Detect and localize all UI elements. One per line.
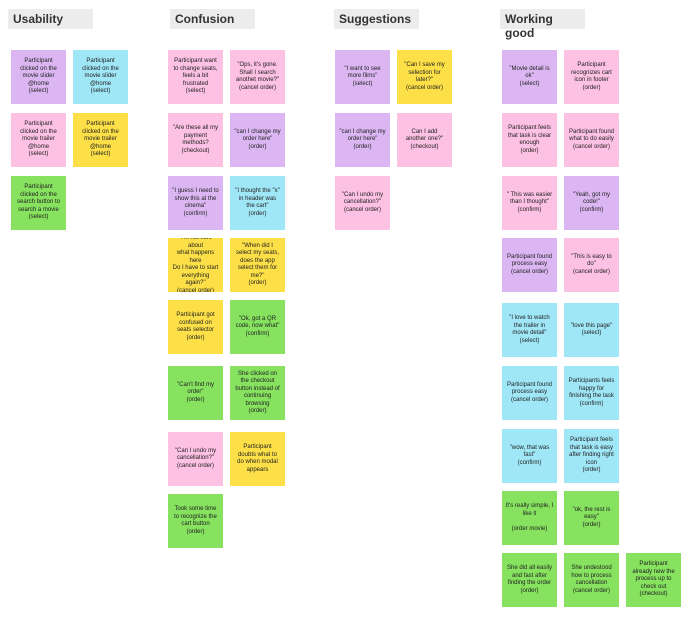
column-header-suggestions: Suggestions <box>334 9 419 29</box>
sticky-note[interactable]: "I want to see more films" (select) <box>335 50 390 104</box>
sticky-note[interactable]: "I'm not sure about what happens here Do… <box>168 238 223 292</box>
sticky-note[interactable]: Participant clicked on the search button… <box>11 176 66 230</box>
sticky-note[interactable]: Participant feels that task is clear eno… <box>502 113 557 167</box>
sticky-note[interactable]: Participant found process easy (cancel o… <box>502 366 557 420</box>
sticky-note[interactable]: "This is easy to do" (cancel order) <box>564 238 619 292</box>
sticky-note[interactable]: "Are these all my payment methods? (chec… <box>168 113 223 167</box>
sticky-note[interactable]: She did all easily and fast after findin… <box>502 553 557 607</box>
sticky-note[interactable]: She undestood how to process cancellatio… <box>564 553 619 607</box>
sticky-note[interactable]: Participant recognizes cart icon in foot… <box>564 50 619 104</box>
sticky-note[interactable]: "Can I undo my cancellation?" (cancel or… <box>168 432 223 486</box>
sticky-note[interactable]: "Yeah, got my code!" (confirm) <box>564 176 619 230</box>
sticky-note[interactable]: Participant found process easy (cancel o… <box>502 238 557 292</box>
sticky-note[interactable]: Participant clicked on the movie trailer… <box>73 113 128 167</box>
sticky-note[interactable]: Participant found what to do easily (can… <box>564 113 619 167</box>
sticky-note[interactable]: "Can't find my order" (order) <box>168 366 223 420</box>
sticky-note[interactable]: Participant clicked on the movie slider … <box>73 50 128 104</box>
sticky-note[interactable]: Participant already new the process up t… <box>626 553 681 607</box>
sticky-note[interactable]: It's really simple, I like it (order mov… <box>502 491 557 545</box>
sticky-note[interactable]: "I love to watch the trailer in movie de… <box>502 303 557 357</box>
sticky-note[interactable]: "Can I undo my cancellation?" (cancel or… <box>335 176 390 230</box>
sticky-note[interactable]: Participant got confused on seats select… <box>168 300 223 354</box>
sticky-note[interactable]: Participant doubts what to do when modal… <box>230 432 285 486</box>
sticky-note[interactable]: Participant feels that task is easy afte… <box>564 429 619 483</box>
sticky-note[interactable]: "wow, that was fast" (confirm) <box>502 429 557 483</box>
sticky-note[interactable]: "I thought the "x" in header was the car… <box>230 176 285 230</box>
sticky-note[interactable]: "Ok, got a QR code, now what" (confirm) <box>230 300 285 354</box>
sticky-note[interactable]: "love this page" (select) <box>564 303 619 357</box>
column-header-usability: Usability <box>8 9 93 29</box>
sticky-note[interactable]: "can I change my order here" (order) <box>335 113 390 167</box>
sticky-note[interactable]: Took some time to recognize the cart but… <box>168 494 223 548</box>
sticky-note[interactable]: Can I add another one?" (checkout) <box>397 113 452 167</box>
sticky-note[interactable]: Participant want to change seats, feels … <box>168 50 223 104</box>
sticky-note[interactable]: Participants feels happy for finishing t… <box>564 366 619 420</box>
sticky-note[interactable]: Participant clicked on the movie slider … <box>11 50 66 104</box>
sticky-note[interactable]: "Ops, it's gone. Shall I search anothet … <box>230 50 285 104</box>
column-header-confusion: Confusion <box>170 9 255 29</box>
sticky-note[interactable]: "When did I select my seats, does the ap… <box>230 238 285 292</box>
sticky-note[interactable]: "I guess I need to show this at the cine… <box>168 176 223 230</box>
column-header-working-good: Working good <box>500 9 585 40</box>
sticky-note[interactable]: "Can I save my selection for later?" (ca… <box>397 50 452 104</box>
sticky-note[interactable]: Participant clicked on the movie trailer… <box>11 113 66 167</box>
sticky-note[interactable]: "ok, the rest is easy" (order) <box>564 491 619 545</box>
sticky-note[interactable]: "can I change my order here" (order) <box>230 113 285 167</box>
sticky-note[interactable]: " This was easier than I thought" (confi… <box>502 176 557 230</box>
sticky-note[interactable]: She clicked on the checkout button inste… <box>230 366 285 420</box>
sticky-note[interactable]: "Movie detail is ok" (select) <box>502 50 557 104</box>
